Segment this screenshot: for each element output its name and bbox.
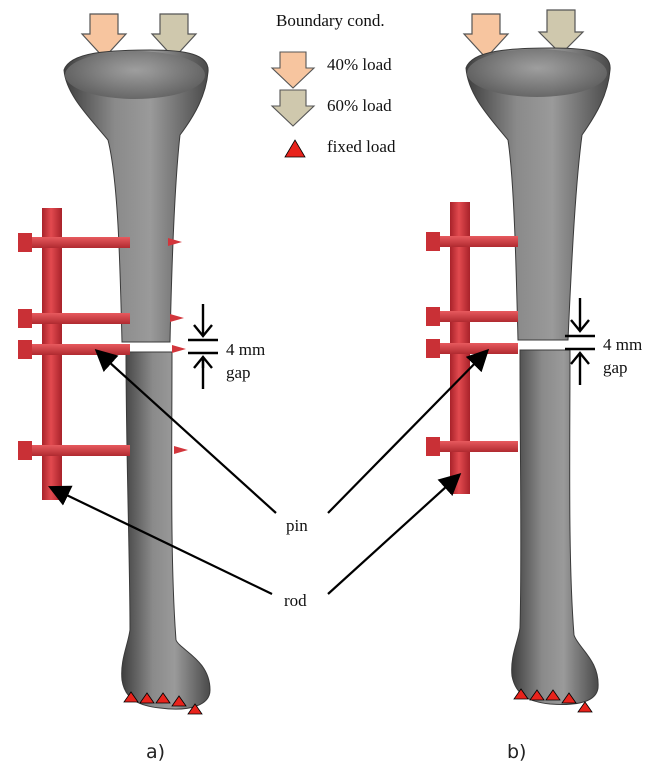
legend-60-label: 60% load	[327, 96, 392, 115]
gap-word-b: gap	[603, 358, 628, 377]
pin-b-2	[426, 307, 518, 326]
legend-fixed-label: fixed load	[327, 137, 396, 156]
legend-fixed-icon	[285, 140, 305, 157]
gap-value-a: 4 mm	[226, 340, 265, 359]
pin-b-4	[426, 437, 518, 456]
legend-40-label: 40% load	[327, 55, 392, 74]
load-arrow-60-b	[539, 10, 583, 54]
legend-40-icon	[272, 52, 314, 88]
caption-b: b)	[507, 741, 526, 763]
panel-b: 4 mm gap b)	[426, 10, 642, 763]
bone-lower-b	[512, 350, 598, 704]
pin-b-3	[426, 339, 518, 358]
bone-upper-b	[466, 48, 610, 340]
legend-60-icon	[272, 90, 314, 126]
pin-b-1	[426, 232, 518, 251]
pin-label: pin	[286, 516, 308, 535]
legend-title: Boundary cond.	[276, 11, 385, 30]
caption-a: a)	[146, 741, 165, 763]
gap-value-b: 4 mm	[603, 335, 642, 354]
bone-lower-a	[122, 352, 210, 709]
fixator-pins-b	[426, 232, 518, 456]
gap-marker-a	[188, 304, 218, 389]
legend: Boundary cond. 40% load 60% load fixed l…	[272, 11, 396, 157]
panel-a: 4 mm gap a)	[18, 14, 265, 763]
bone-upper-a	[64, 50, 208, 342]
callout-arrows	[52, 352, 486, 594]
gap-word-a: gap	[226, 363, 251, 382]
rod-label: rod	[284, 591, 307, 610]
